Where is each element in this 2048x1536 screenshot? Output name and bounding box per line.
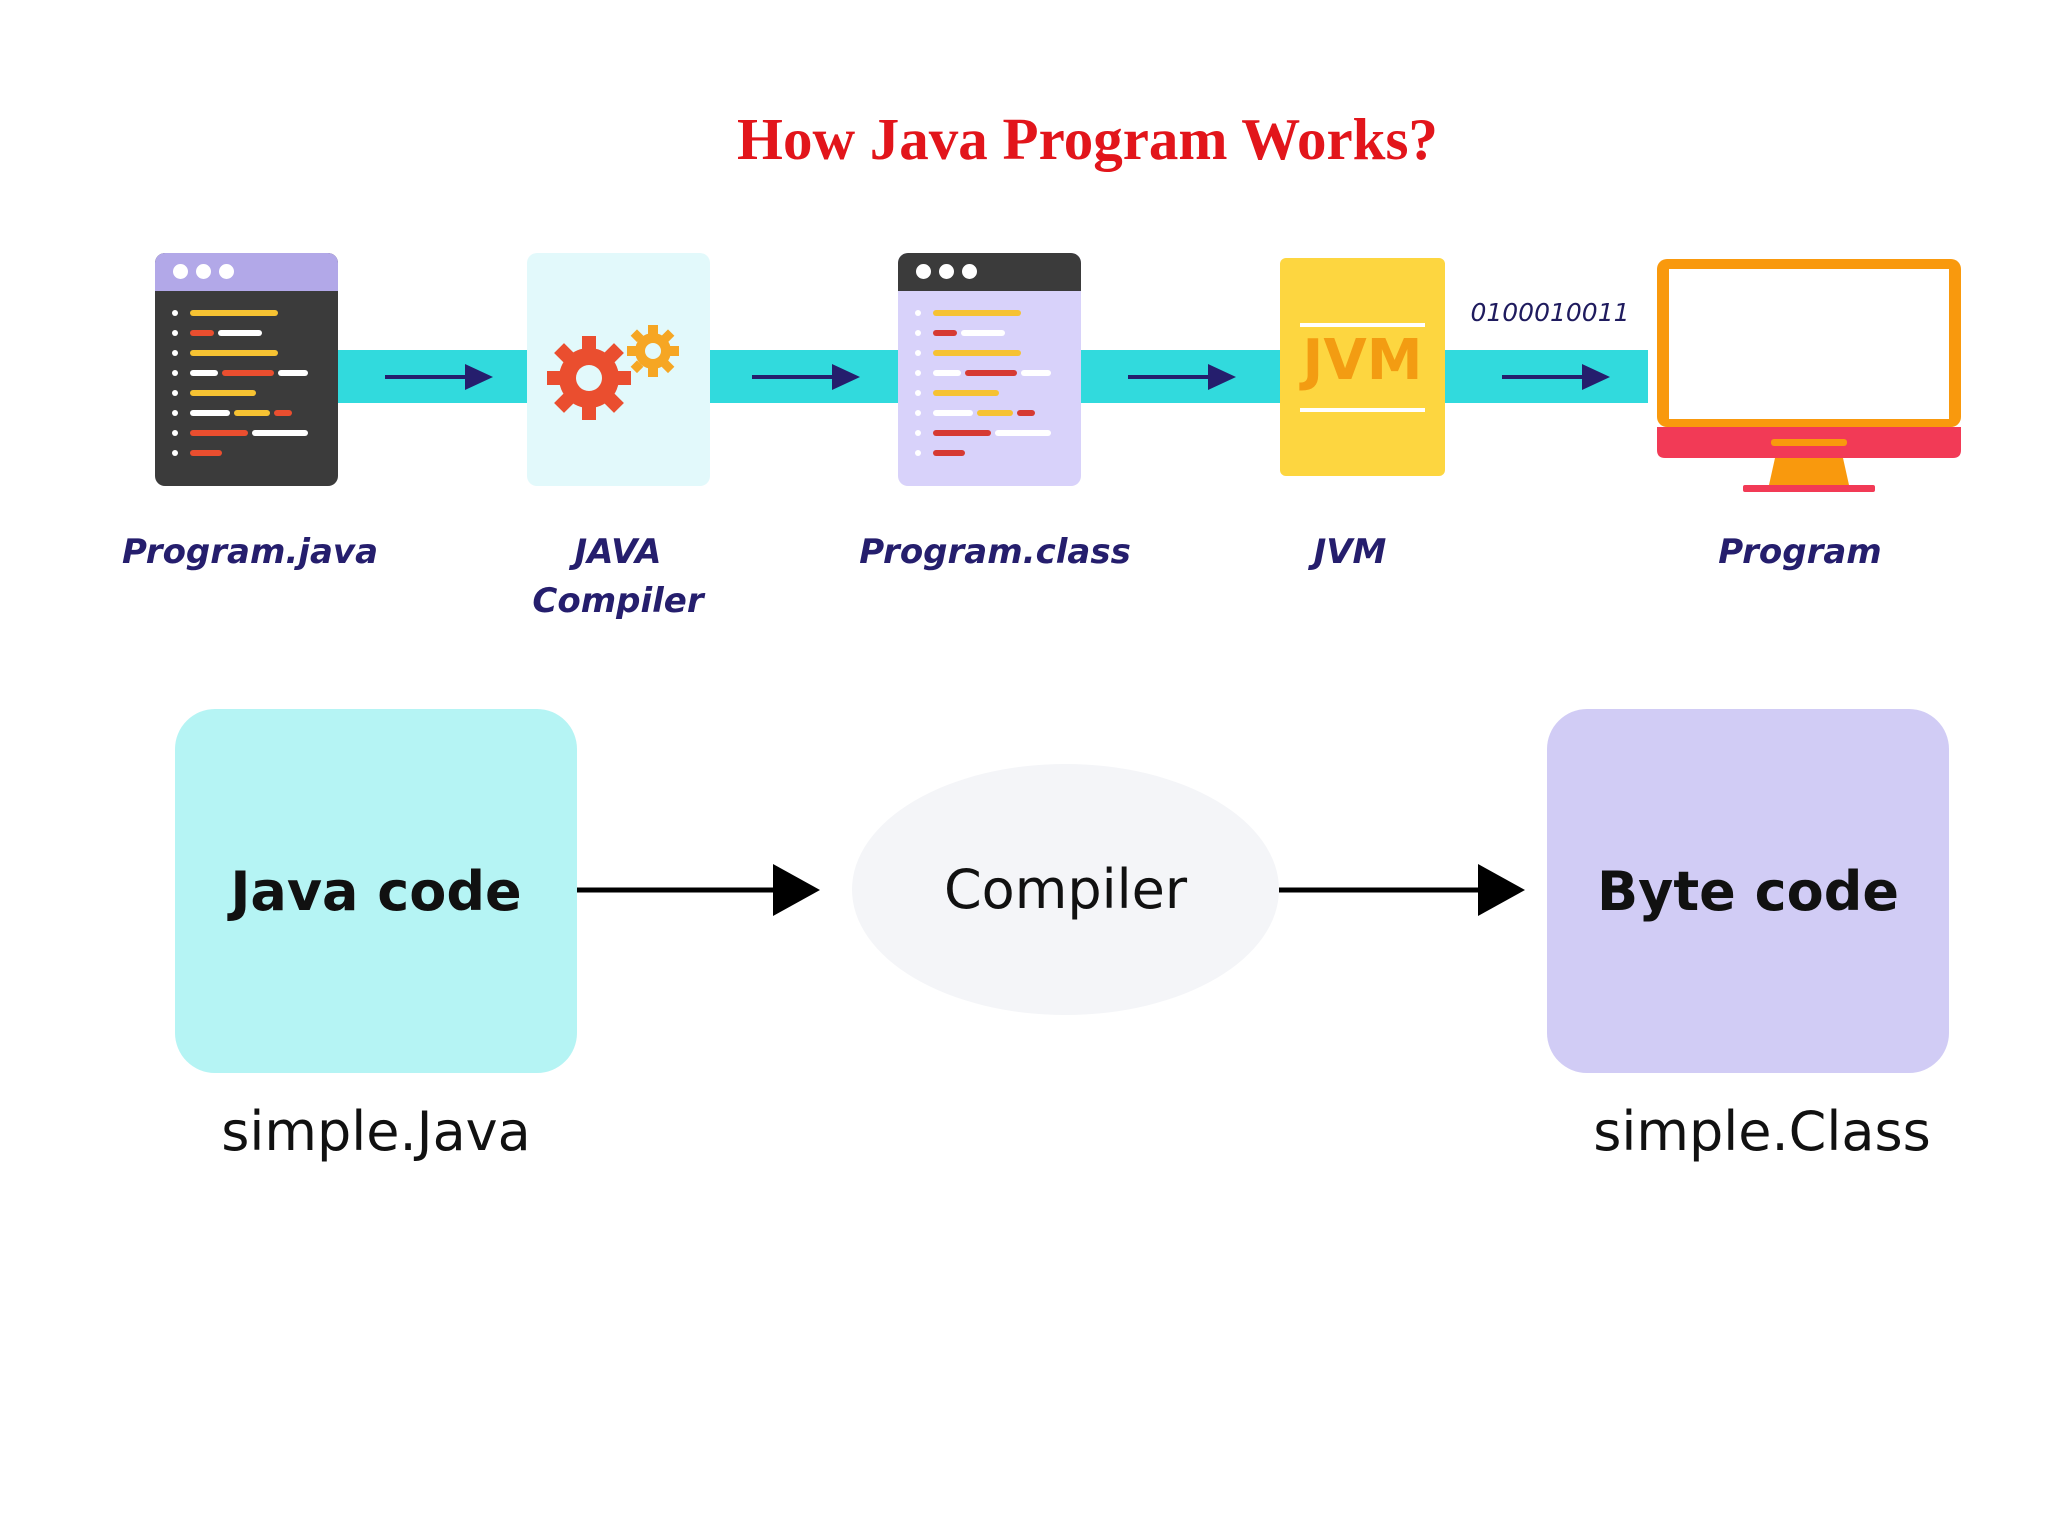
java-code-title: Java code xyxy=(230,859,522,923)
bytecode-lines xyxy=(915,310,1051,456)
flow-arrow-3 xyxy=(1128,364,1236,390)
step-label-program-java: Program.java xyxy=(121,532,379,572)
output-file-label: simple.Class xyxy=(1593,1100,1931,1163)
jvm-icon-text: JVM xyxy=(1302,328,1423,393)
compiler-node: Compiler xyxy=(852,764,1279,1015)
source-file-label: simple.Java xyxy=(221,1100,531,1163)
compiler-node-label: Compiler xyxy=(943,858,1188,921)
byte-code-title: Byte code xyxy=(1597,859,1899,923)
window-titlebar xyxy=(155,253,338,291)
arrow-to-byte-code xyxy=(1279,864,1525,916)
gears-icon xyxy=(527,253,710,486)
java-code-node: Java code xyxy=(175,709,577,1073)
jvm-rule-top xyxy=(1300,323,1425,327)
window-titlebar xyxy=(898,253,1081,291)
jvm-icon: JVM xyxy=(1280,258,1445,476)
code-lines xyxy=(172,310,308,456)
step-label-java-compiler: JAVA Compiler xyxy=(532,532,704,621)
step-label-program-class: Program.class xyxy=(859,532,1131,572)
monitor-icon xyxy=(1657,259,1961,492)
step-label-jvm: JVM xyxy=(1313,532,1387,572)
gear-shapes xyxy=(547,325,679,420)
jvm-rule-bottom xyxy=(1300,408,1425,412)
code-window-icon xyxy=(155,253,338,486)
class-file-icon xyxy=(898,253,1081,486)
step-label-program: Program xyxy=(1718,532,1882,572)
binary-text: 0100010011 xyxy=(1470,298,1630,327)
byte-code-node: Byte code xyxy=(1547,709,1949,1073)
page-title: How Java Program Works? xyxy=(737,106,1438,172)
flow-arrow-4 xyxy=(1502,364,1610,390)
flow-arrow-1 xyxy=(385,364,493,390)
arrow-to-compiler xyxy=(577,864,820,916)
flow-arrow-2 xyxy=(752,364,860,390)
